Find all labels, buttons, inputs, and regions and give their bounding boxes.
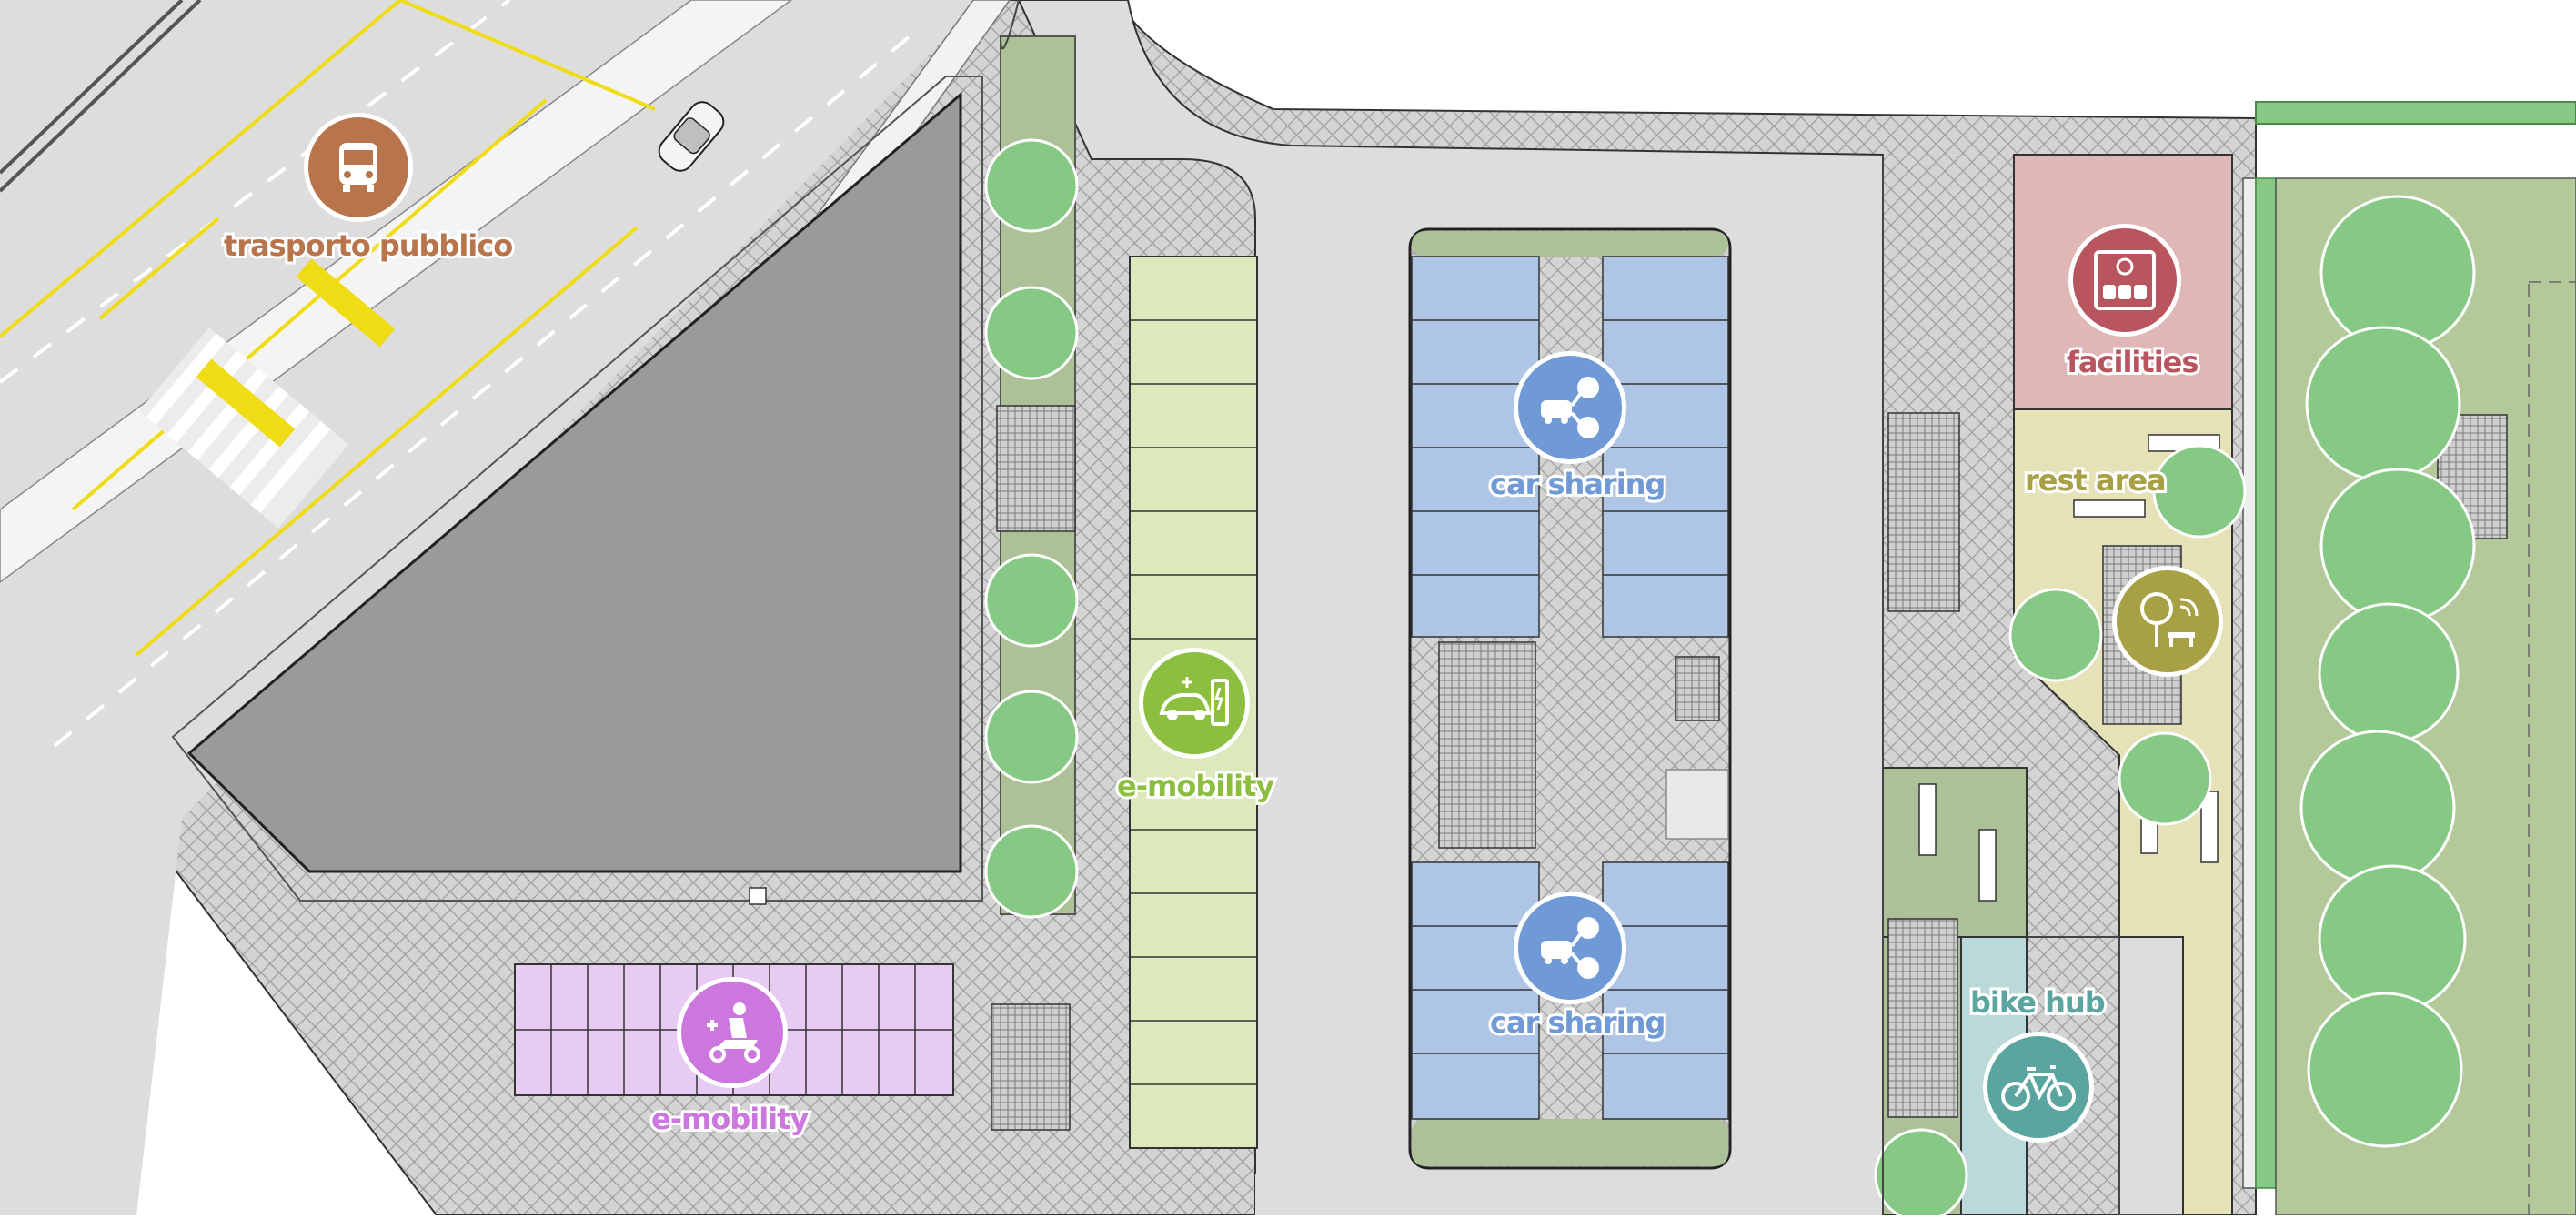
lane-markings bbox=[0, 0, 911, 748]
emobility-scooters-badge[interactable] bbox=[677, 977, 788, 1088]
electric-scooter-icon bbox=[698, 998, 767, 1067]
public-transport-badge[interactable] bbox=[304, 113, 413, 222]
tree bbox=[2152, 444, 2247, 539]
tree bbox=[2299, 730, 2456, 886]
carsharing-icon bbox=[1534, 912, 1606, 984]
hedge-right bbox=[2255, 177, 2277, 1189]
car-on-road bbox=[658, 101, 725, 172]
carsharing-green-top bbox=[1412, 231, 1728, 257]
bike-hub-green bbox=[1882, 767, 2028, 938]
bus-stop-lines bbox=[0, 0, 656, 657]
tree bbox=[2318, 602, 2460, 744]
rest-area-label: rest area bbox=[2022, 463, 2169, 498]
road-bottom bbox=[1255, 1174, 1892, 1215]
grate-small bbox=[1675, 656, 1720, 721]
bus-icon bbox=[327, 136, 390, 199]
grate-road-right bbox=[1887, 412, 1960, 612]
bike-hub-label: bike hub bbox=[1967, 985, 2108, 1020]
hedge-top bbox=[2255, 101, 2576, 125]
facilities-label: facilities bbox=[2064, 345, 2201, 379]
column-marker bbox=[749, 887, 767, 905]
facilities-badge[interactable] bbox=[2068, 224, 2181, 337]
road-strip-right bbox=[2118, 936, 2184, 1216]
lawn-path bbox=[2528, 281, 2576, 1216]
public-transport-label: trasporto pubblico bbox=[221, 228, 516, 263]
emobility-cars-badge[interactable] bbox=[1139, 648, 1250, 759]
tree bbox=[984, 690, 1079, 784]
carsharing-bottom-badge[interactable] bbox=[1514, 892, 1626, 1004]
rest-area-badge[interactable] bbox=[2112, 566, 2223, 677]
tree bbox=[2318, 864, 2467, 1013]
tree bbox=[1874, 1128, 1968, 1219]
bike-racks bbox=[1918, 783, 1997, 902]
bike-hub-badge[interactable] bbox=[1983, 1032, 2094, 1143]
tree bbox=[984, 824, 1079, 919]
bicycle-icon bbox=[1999, 1060, 2078, 1114]
grate-center bbox=[1438, 641, 1536, 849]
grate-lower-left bbox=[991, 1003, 1071, 1131]
carsharing-icon bbox=[1534, 371, 1606, 444]
tree bbox=[984, 138, 1079, 233]
utility-box bbox=[1665, 769, 1729, 840]
emobility-scooters-label: e-mobility bbox=[649, 1102, 811, 1136]
fence-line bbox=[2242, 177, 2257, 1189]
road-boulevard bbox=[0, 0, 982, 1215]
emobility-bay-lines bbox=[1130, 319, 1257, 1085]
tree bbox=[2305, 326, 2461, 482]
ev-charging-icon bbox=[1156, 671, 1233, 735]
tree bbox=[2319, 195, 2476, 351]
rail-track bbox=[0, 0, 202, 193]
carsharing-top-badge[interactable] bbox=[1514, 351, 1626, 464]
carsharing-top-label: car sharing bbox=[1487, 467, 1668, 501]
trees bbox=[984, 138, 2476, 1219]
building bbox=[186, 91, 962, 873]
tree bbox=[984, 553, 1079, 648]
emobility-cars-label: e-mobility bbox=[1114, 769, 1277, 803]
carsharing-bottom-label: car sharing bbox=[1487, 1005, 1668, 1040]
grate-strip bbox=[996, 405, 1076, 532]
tree bbox=[2307, 992, 2463, 1148]
curb-lines bbox=[1000, 0, 2119, 1215]
tree bbox=[2319, 468, 2476, 624]
tree bbox=[984, 286, 1079, 380]
grate-bike bbox=[1887, 918, 1958, 1118]
park-bench-wifi-icon bbox=[2131, 587, 2204, 656]
tree bbox=[2118, 731, 2212, 826]
building-sidewalk bbox=[171, 76, 983, 902]
carsharing-green-bottom bbox=[1412, 1119, 1728, 1166]
tree bbox=[2008, 588, 2103, 682]
tactile-paving bbox=[196, 258, 396, 448]
waiting-room-icon bbox=[2088, 248, 2161, 312]
